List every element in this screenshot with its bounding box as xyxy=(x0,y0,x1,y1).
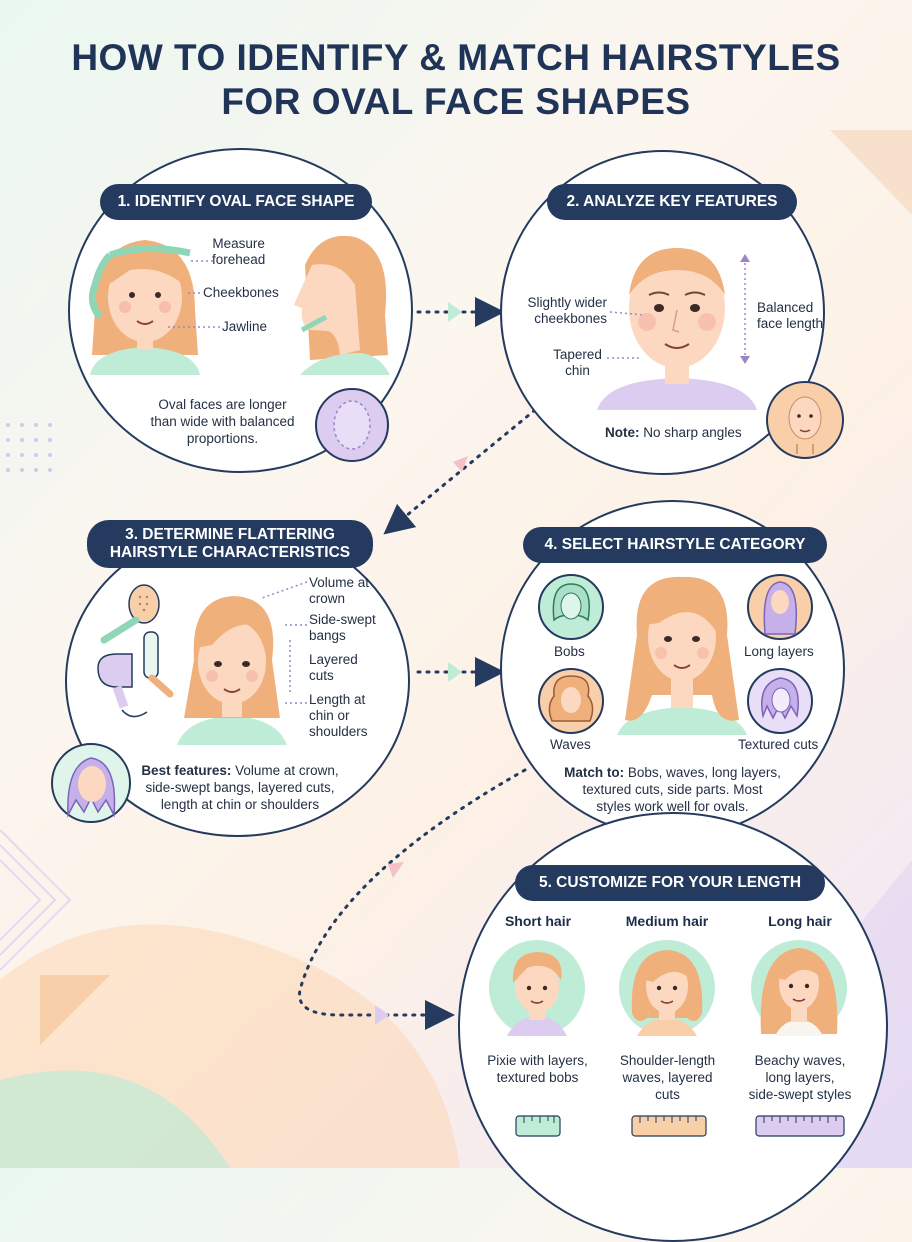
label-measure-forehead: Measure forehead xyxy=(212,236,266,267)
feature-guides xyxy=(607,254,750,364)
step1-heading: 1. IDENTIFY OVAL FACE SHAPE xyxy=(100,184,372,220)
step1-caption: Oval faces are longer than wide with bal… xyxy=(150,397,295,446)
flow-arrows xyxy=(298,297,537,1030)
column-title-long: Long hair xyxy=(768,913,832,929)
short-hair-portrait xyxy=(489,940,585,1036)
step4-heading: 4. SELECT HAIRSTYLE CATEGORY xyxy=(523,527,827,563)
label-volume-at-crown: Volume at crown xyxy=(309,575,370,606)
category-bobs: Bobs xyxy=(554,644,585,659)
characteristic-guides xyxy=(261,581,308,704)
face-measure-illustration xyxy=(88,235,390,375)
woman-bob-illustration xyxy=(177,596,287,745)
label-jawline: Jawline xyxy=(222,319,268,334)
label-cheekbones: Cheekbones xyxy=(203,285,279,300)
category-long-layers: Long layers xyxy=(744,644,814,659)
step3-caption: Best features: Volume at crown, side-swe… xyxy=(141,763,339,812)
step4-caption: Match to: Bobs, waves, long layers, text… xyxy=(564,765,781,814)
step2-heading: 2. ANALYZE KEY FEATURES xyxy=(547,184,797,220)
long-hair-portrait xyxy=(751,940,847,1036)
oval-shape-icon xyxy=(315,388,389,462)
textured-cuts-icon xyxy=(747,668,813,734)
step3-heading: 3. DETERMINE FLATTERING HAIRSTYLE CHARAC… xyxy=(87,520,373,568)
label-balanced-face-length: Balanced face length xyxy=(757,300,824,331)
hair-tools-icons xyxy=(97,584,174,718)
label-tapered-chin: Tapered chin xyxy=(553,347,602,378)
column-title-medium: Medium hair xyxy=(625,913,709,929)
long-layers-icon xyxy=(747,574,813,640)
column-desc-short: Pixie with layers, textured bobs xyxy=(487,1053,588,1085)
category-textured-cuts: Textured cuts xyxy=(738,737,819,752)
column-desc-long: Beachy waves, long layers, side-swept st… xyxy=(748,1053,852,1102)
label-side-swept-bangs: Side-swept bangs xyxy=(309,612,376,643)
face-features-illustration xyxy=(597,248,757,410)
page-title: HOW TO IDENTIFY & MATCH HAIRSTYLES FOR O… xyxy=(71,37,841,122)
label-layered-cuts: Layered cuts xyxy=(309,652,358,683)
label-slightly-wider-cheekbones: Slightly wider cheekbones xyxy=(527,295,607,326)
waves-icon xyxy=(538,668,604,734)
length-ruler-icons xyxy=(515,1115,845,1137)
column-desc-medium: Shoulder-length waves, layered cuts xyxy=(619,1053,716,1102)
category-waves: Waves xyxy=(550,737,591,752)
bobs-icon xyxy=(538,574,604,640)
layered-hair-icon xyxy=(51,743,131,823)
woman-long-hair-illustration xyxy=(617,576,747,735)
step2-note: Note: No sharp angles xyxy=(605,425,742,440)
step5-heading: 5. CUSTOMIZE FOR YOUR LENGTH xyxy=(515,865,825,901)
medium-hair-portrait xyxy=(619,940,715,1036)
label-length-chin-shoulders: Length at chin or shoulders xyxy=(309,692,368,739)
column-title-short: Short hair xyxy=(504,913,572,929)
male-face-icon xyxy=(766,381,844,459)
